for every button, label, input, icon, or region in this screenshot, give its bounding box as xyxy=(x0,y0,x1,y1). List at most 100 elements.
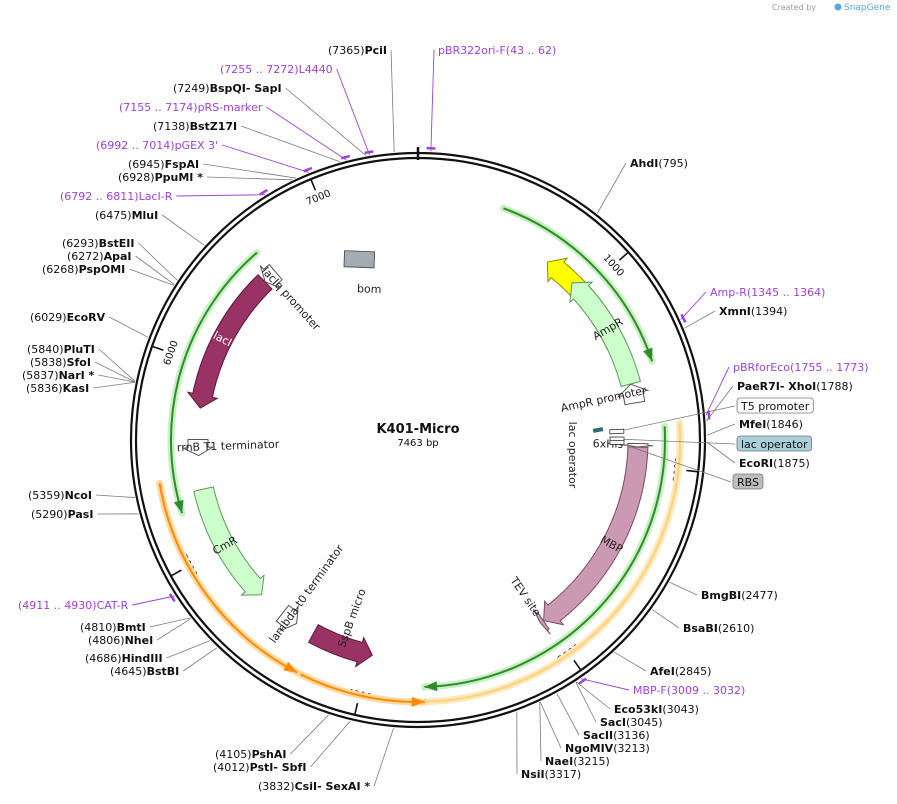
site-bmgbi[interactable]: BmgBI(2477) xyxy=(669,581,778,602)
site-extra: - SapI xyxy=(246,82,282,95)
site-pspomi[interactable]: (6268)PspOMI xyxy=(42,263,175,286)
feature-sspb-micro[interactable] xyxy=(307,624,373,668)
site-sacii[interactable]: SacII(3136) xyxy=(556,693,650,742)
site-afei[interactable]: AfeI(2845) xyxy=(614,651,711,678)
site-label: (7255 .. 7272)L4440 xyxy=(220,63,333,76)
site-apai[interactable]: (6272)ApaI xyxy=(67,250,175,285)
backbone xyxy=(129,147,707,729)
site-label: (5290)PasI xyxy=(31,508,93,521)
site-bsteii[interactable]: (6293)BstEII xyxy=(62,237,178,281)
boxed-label-t5-promoter[interactable]: T5 promoter xyxy=(609,397,814,435)
site-bspqi[interactable]: (7249)BspQI- SapI xyxy=(173,82,367,156)
site-psti[interactable]: (4012)PstI- SbfI xyxy=(213,720,351,774)
site-sfoi[interactable]: (5838)SfoI xyxy=(30,356,136,383)
site-csii[interactable]: (3832)CsiI- SexAI * xyxy=(258,727,394,793)
site-bstbi[interactable]: (4645)BstBI xyxy=(110,647,218,678)
site-leader-line xyxy=(95,494,135,498)
feature-ampr-promoter[interactable] xyxy=(616,383,650,406)
site-paer7i[interactable]: PaeR7I- XhoI(1788) xyxy=(706,380,853,422)
site-xmni[interactable]: XmnI(1394) xyxy=(684,305,788,329)
site-nari[interactable]: (5837)NarI * xyxy=(22,369,135,383)
site-hindiii[interactable]: (4686)HindIII xyxy=(85,640,211,665)
site-coord: (43 .. 62) xyxy=(506,44,557,57)
primer-l4440[interactable]: (7255 .. 7272)L4440 xyxy=(220,63,374,156)
site-eco53ki[interactable]: Eco53kI(3043) xyxy=(576,681,699,716)
site-bmti[interactable]: (4810)BmtI xyxy=(80,617,191,634)
site-name: EcoRI xyxy=(739,457,773,470)
site-pasi[interactable]: (5290)PasI xyxy=(31,508,139,521)
site-name: NcoI xyxy=(65,489,92,502)
boxed-label-lac-operator[interactable]: lac operator xyxy=(609,435,813,452)
site-extra: - SbfI xyxy=(273,761,306,774)
site-label: (4911 .. 4930)CAT-R xyxy=(18,599,129,612)
boxed-label-rbs[interactable]: RBS xyxy=(609,439,764,490)
site-nsii[interactable]: NsiI(3317) xyxy=(516,711,581,781)
site-saci[interactable]: SacI(3045) xyxy=(575,681,663,729)
primer-amp-r[interactable]: Amp-R(1345 .. 1364) xyxy=(680,286,826,323)
site-mlui[interactable]: (6475)MluI xyxy=(95,209,205,246)
site-label: NaeI(3215) xyxy=(545,755,610,768)
feature-laci[interactable] xyxy=(186,273,273,409)
inner-labels: lac operator xyxy=(566,422,604,489)
primer-prs-marker[interactable]: (7155 .. 7174)pRS-marker xyxy=(119,101,351,161)
primer-pgex3[interactable]: (6992 .. 7014)pGEX 3' xyxy=(96,139,313,173)
feature-bom[interactable] xyxy=(343,250,376,269)
feature-ampr[interactable] xyxy=(569,281,642,388)
site-label: (6272)ApaI xyxy=(67,250,131,263)
site-ppumi[interactable]: (6928)PpuMI * xyxy=(118,171,293,184)
site-name: MluI xyxy=(132,209,159,222)
primer-cat-r[interactable]: (4911 .. 4930)CAT-R xyxy=(18,593,176,612)
site-leader-line xyxy=(706,423,736,436)
feature-cmr[interactable] xyxy=(193,486,265,596)
tick-mark xyxy=(573,659,582,671)
site-name: pBRforEco xyxy=(733,361,790,374)
tick-mark xyxy=(354,702,359,716)
site-naei[interactable]: NaeI(3215) xyxy=(539,702,610,768)
primer-pbr322ori-f[interactable]: pBR322ori-F(43 .. 62) xyxy=(426,44,557,152)
site-coord: (6928) xyxy=(118,171,155,184)
site-name: AfeI xyxy=(650,665,675,678)
site-ncoi[interactable]: (5359)NcoI xyxy=(28,489,135,502)
site-ecorv[interactable]: (6029)EcoRV xyxy=(30,311,149,338)
site-coord: (7138) xyxy=(153,120,190,133)
site-ahdi[interactable]: AhdI(795) xyxy=(596,157,688,214)
feature-rrnb-terminator[interactable] xyxy=(182,439,214,457)
site-pshai[interactable]: (4105)PshAI xyxy=(215,714,329,761)
site-label: (7155 .. 7174)pRS-marker xyxy=(119,101,263,114)
site-leader-line xyxy=(108,316,149,338)
primer-mbp-f[interactable]: MBP-F(3009 .. 3032) xyxy=(578,677,745,697)
inner-label-lac-operator-inner: lac operator xyxy=(566,422,579,489)
site-kasi[interactable]: (5836)KasI xyxy=(26,381,135,395)
site-label: (5359)NcoI xyxy=(28,489,92,502)
site-label: (7365)PciI xyxy=(328,44,387,57)
boxed-label-mark xyxy=(609,439,625,445)
site-bstz17i[interactable]: (7138)BstZ17I xyxy=(153,120,341,163)
site-ngomiv[interactable]: NgoMIV(3213) xyxy=(539,701,650,755)
site-name: BsaBI xyxy=(683,622,718,635)
site-extra: - XhoI xyxy=(780,380,816,393)
site-name: Amp-R xyxy=(710,286,747,299)
site-coord: (1846) xyxy=(766,418,803,431)
site-nhei[interactable]: (4806)NheI xyxy=(88,618,192,647)
site-coord: (5290) xyxy=(31,508,68,521)
feature-laciq-promoter[interactable] xyxy=(259,263,283,289)
feature-lambda-terminator[interactable] xyxy=(275,604,299,632)
site-ecori[interactable]: EcoRI(1875) xyxy=(706,441,810,470)
feature-mbp[interactable] xyxy=(543,446,649,626)
site-label: (6928)PpuMI * xyxy=(118,171,203,184)
feature-his6[interactable] xyxy=(622,442,653,448)
site-label: (7249)BspQI- SapI xyxy=(173,82,282,95)
site-name: pRS-marker xyxy=(198,101,263,114)
site-pcil[interactable]: (7365)PciI xyxy=(328,44,395,152)
primer-mark xyxy=(680,313,687,323)
orf-line xyxy=(158,483,298,674)
primer-pbrforeco[interactable]: pBRforEco(1755 .. 1773) xyxy=(705,361,869,420)
site-mfei[interactable]: MfeI(1846) xyxy=(706,418,803,436)
site-fspai[interactable]: (6945)FspAI xyxy=(128,158,296,179)
site-pluti[interactable]: (5840)PluTI xyxy=(27,343,136,382)
feature-label-rrnb-terminator: rrnB T1 terminator xyxy=(177,438,280,455)
primer-laci-r[interactable]: (6792 .. 6811)LacI-R xyxy=(60,188,268,203)
primer-mark xyxy=(340,154,351,160)
site-bsabi[interactable]: BsaBI(2610) xyxy=(651,609,754,635)
feature-tev-site[interactable] xyxy=(532,609,551,635)
